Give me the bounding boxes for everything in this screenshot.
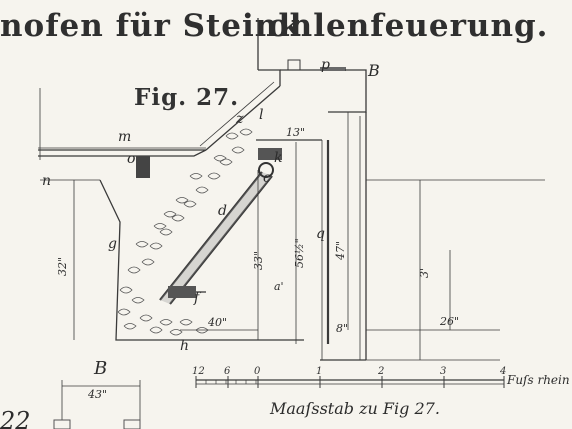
scale-tick-label: 1: [316, 366, 322, 377]
dim-56: 56½": [293, 238, 306, 268]
dim-47: 47": [334, 241, 347, 261]
damper-p-block: [287, 59, 301, 71]
label-c: c: [263, 170, 271, 186]
label-B: B: [367, 61, 380, 80]
grate-lower-line: [169, 175, 273, 305]
inclined-roof-z-inner: [199, 81, 275, 147]
dim-43: 43": [87, 388, 107, 401]
dim-8: 8": [336, 322, 348, 335]
scale-caption: Maaſsstab zu Fig 27.: [269, 399, 440, 418]
label-k: k: [274, 150, 282, 166]
label-l: l: [259, 107, 263, 123]
fuel-bed: [117, 128, 253, 336]
label-z: z: [235, 111, 244, 127]
dim-a: a': [274, 280, 284, 293]
scale-tick-label: 2: [377, 366, 384, 377]
nozzle-o: [136, 156, 150, 178]
title-right: ohlenfeuerung.: [268, 8, 548, 44]
hearth-plate-m: [38, 149, 207, 157]
dim-33: 33": [252, 251, 265, 270]
label-o: o: [127, 151, 135, 167]
label-d: d: [218, 203, 227, 219]
support-f: [168, 286, 196, 298]
ash-pit-wall: [99, 179, 304, 341]
section-B-label: B: [93, 358, 107, 379]
label-n: n: [42, 173, 51, 189]
bracket-k: [258, 148, 282, 160]
section-B-foot-right: [123, 419, 141, 429]
label-p: p: [321, 57, 330, 73]
casing-top: [328, 69, 367, 113]
pivot-c: [258, 162, 274, 178]
label-h: h: [180, 338, 189, 354]
dim-3ft: 3': [418, 268, 431, 278]
label-m: m: [118, 129, 131, 145]
damper-plate: [320, 67, 346, 71]
scale-unit: Fuſs rhein: [506, 373, 570, 387]
scale-tick-label: 12: [192, 366, 205, 377]
dim-13: 13": [286, 126, 305, 139]
scale-tick-label: 0: [254, 366, 261, 377]
dim-26: 26": [439, 315, 459, 328]
figure-label: Fig. 27.: [134, 84, 239, 111]
scale-tick-label: 3: [440, 366, 446, 377]
inclined-roof-z: [205, 85, 281, 151]
page-fragment: 22: [0, 407, 31, 429]
section-B-foot-left: [53, 419, 71, 429]
label-q: q: [316, 226, 325, 242]
grate-d: [160, 172, 272, 304]
scale-tick-label: 6: [224, 366, 231, 377]
label-g: g: [108, 236, 117, 252]
title-left: nofen für Steink: [0, 8, 301, 44]
dim-32: 32": [56, 257, 69, 276]
grate-upper-line: [159, 171, 263, 301]
label-f: f: [193, 290, 202, 306]
flue-neck: [258, 69, 281, 86]
scale-tick-label: 4: [499, 366, 506, 377]
dim-40: 40": [207, 316, 227, 329]
